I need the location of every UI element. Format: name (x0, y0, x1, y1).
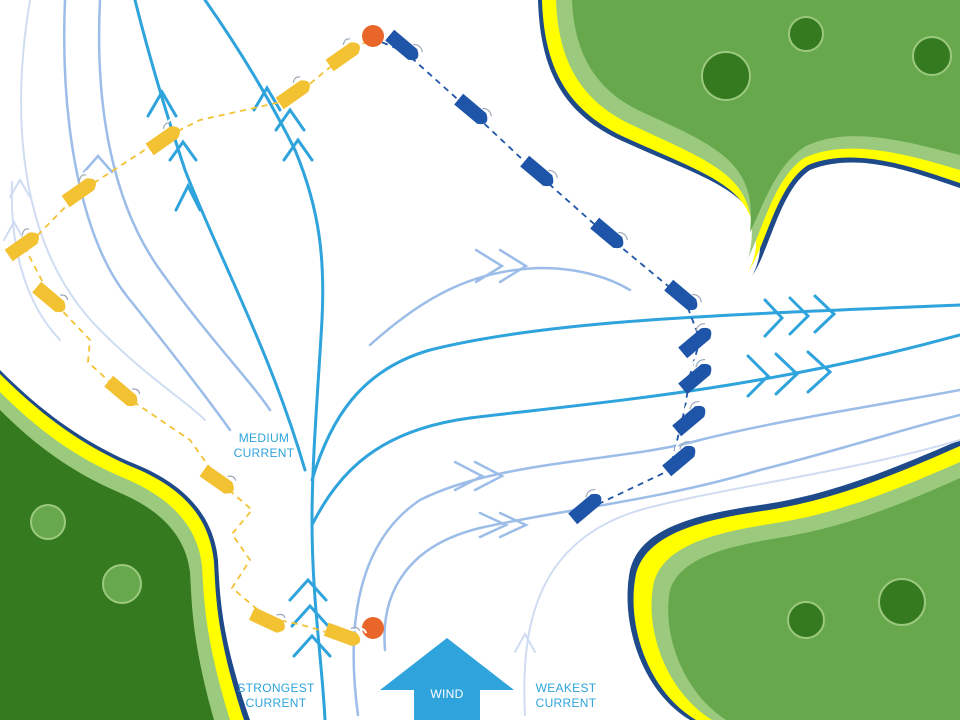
label-medium-current-1: MEDIUM (239, 431, 289, 445)
sailboat-icon (57, 167, 103, 209)
sailboat-icon (103, 370, 148, 413)
yellow-boat-track (23, 37, 373, 641)
sailboat-icon (384, 23, 427, 65)
label-wind: WIND (430, 687, 463, 701)
label-medium-current-2: CURRENT (234, 446, 295, 460)
label-weakest-current-1: WEAKEST (536, 681, 597, 695)
label-weakest-current-2: CURRENT (536, 696, 597, 710)
current-medium-lines (63, 0, 960, 717)
sailboat-icon (563, 484, 606, 526)
sailboat-icon (519, 149, 562, 191)
sailboat-icon (0, 221, 46, 263)
wind-arrow-up-icon (380, 638, 514, 720)
sailboat-icon (657, 436, 700, 478)
land-top-right (538, 0, 960, 276)
label-strongest-current-2: CURRENT (246, 696, 307, 710)
mark-top-buoy-icon (362, 25, 384, 47)
mark-bottom-buoy-icon (362, 617, 384, 639)
current-weak-lines (3, 0, 960, 716)
sailboat-icon (667, 396, 710, 438)
land-bottom-left (0, 370, 250, 720)
sailboat-icon (322, 616, 369, 651)
sailboat-icon (198, 459, 244, 500)
label-strongest-current-1: STRONGEST (237, 681, 315, 695)
sailboat-icon (321, 31, 367, 73)
sailboat-icon (663, 273, 706, 315)
sailboat-icon (453, 87, 496, 129)
land-bottom-right (627, 440, 960, 720)
sailboat-icon (673, 318, 716, 360)
sailboat-icon (271, 69, 317, 111)
sailboat-icon (589, 211, 632, 253)
